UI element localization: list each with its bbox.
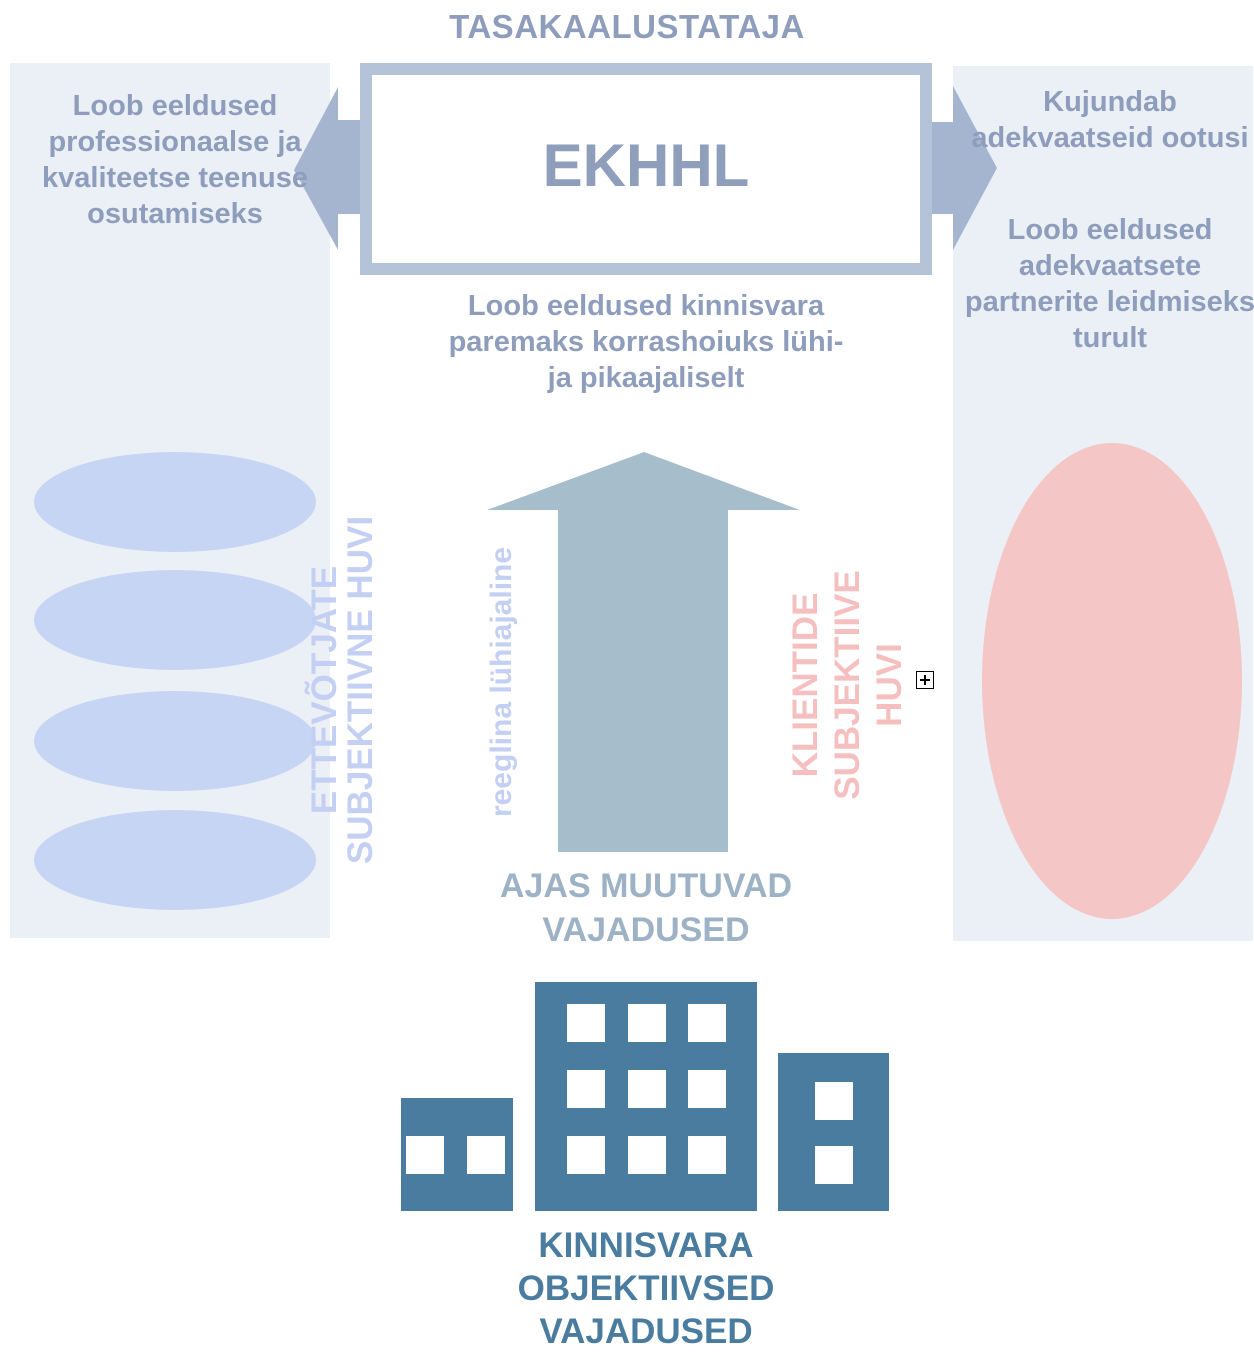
bottom-label: KINNISVARA OBJEKTIIVSED VAJADUSED — [517, 1226, 775, 1351]
center-note: Loob eeldused kinnisvara paremaks korras… — [448, 290, 844, 394]
left-ellipse-4 — [34, 810, 316, 910]
left-ellipse-2 — [34, 570, 316, 670]
right-panel-text-2: Loob eeldused adekvaatsete partnerite le… — [964, 214, 1254, 354]
ekhhl-box — [360, 63, 932, 275]
right-ellipse — [982, 443, 1242, 919]
up-arrow — [487, 452, 800, 852]
plus-square-icon[interactable] — [916, 671, 934, 689]
left-vertical-label: ETTEVÕTJATE SUBJEKTIIVNE HUVI — [305, 515, 380, 865]
top-title: TASAKAALUSTATAJA — [449, 8, 805, 45]
right-panel-text-1: Kujundab adekvaatseid ootusi — [971, 86, 1249, 154]
left-arrow — [294, 87, 362, 250]
arrow-label: AJAS MUUTUVAD VAJADUSED — [499, 867, 793, 949]
right-vertical-label: KLIENTIDE SUBJEKTIIVE HUVI — [786, 570, 909, 800]
building-right — [778, 1053, 889, 1211]
right-arrow — [930, 86, 997, 250]
ekhhl-label: EKHHL — [542, 132, 750, 199]
left-ellipse-1 — [34, 452, 316, 552]
left-ellipse-3 — [34, 691, 316, 791]
left-vertical-sublabel: reeglina lühiajaline — [485, 546, 518, 818]
left-panel-text: Loob eeldused professionaalse ja kvalite… — [42, 90, 308, 230]
city-buildings-icon — [401, 982, 889, 1211]
